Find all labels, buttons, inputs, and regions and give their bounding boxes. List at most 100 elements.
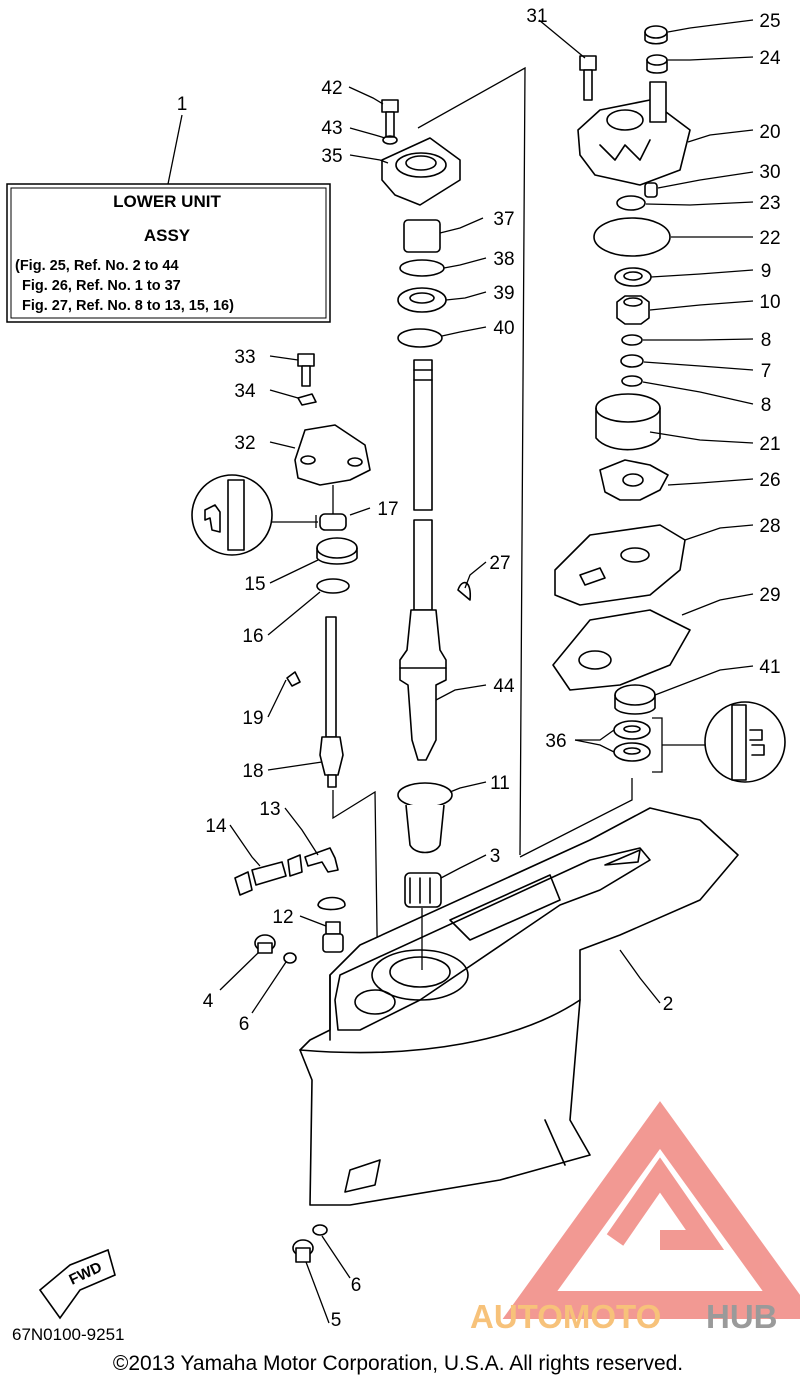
copyright-notice: ©2013 Yamaha Motor Corporation, U.S.A. A…	[113, 1352, 683, 1375]
gasket-29	[552, 609, 691, 691]
bracket-36	[652, 717, 663, 773]
callout-31: 31	[526, 6, 547, 27]
bolt-33	[297, 353, 315, 387]
drive-shaft	[399, 359, 447, 761]
callout-25: 25	[759, 11, 780, 32]
callout-6b: 6	[351, 1275, 362, 1296]
plug-5	[292, 1239, 314, 1263]
callout-38: 38	[493, 249, 514, 270]
grommet-25	[644, 25, 668, 45]
callout-20: 20	[759, 122, 780, 143]
sleeve-11	[397, 782, 453, 854]
washer-8b	[621, 375, 643, 387]
callout-3: 3	[490, 846, 501, 867]
drawing-code: 67N0100-9251	[12, 1325, 124, 1344]
lower-casing	[299, 807, 739, 1206]
callout-39: 39	[493, 283, 514, 304]
oil-seals-36	[613, 720, 651, 762]
callout-18: 18	[242, 761, 263, 782]
hose-13	[304, 847, 339, 873]
o-ring-22	[593, 217, 671, 257]
callout-43: 43	[321, 118, 342, 139]
grommet-24	[646, 54, 668, 74]
callout-32: 32	[234, 433, 255, 454]
callout-37: 37	[493, 209, 514, 230]
o-ring-16	[316, 578, 350, 594]
washer-43	[382, 135, 398, 145]
gasket-6b	[312, 1224, 328, 1236]
callout-11: 11	[490, 773, 510, 794]
callout-44: 44	[493, 676, 515, 697]
washer-8a	[621, 334, 643, 346]
callout-29: 29	[759, 585, 780, 606]
callout-23: 23	[759, 193, 780, 214]
plug-12	[322, 921, 344, 953]
callout-2: 2	[663, 994, 674, 1015]
impeller-26	[599, 459, 669, 501]
hose-fitting-14	[234, 854, 303, 896]
guide-line-right	[519, 778, 633, 858]
bolt-42	[381, 99, 399, 138]
gasket-6a	[283, 952, 297, 964]
guide-line-shaft	[417, 66, 526, 856]
callout-12: 12	[272, 907, 293, 928]
callout-42: 42	[321, 78, 342, 99]
watermark-logo	[502, 1101, 800, 1319]
shim-38	[399, 259, 445, 277]
fwd-arrow-icon	[38, 1248, 116, 1320]
plug-4	[254, 934, 276, 954]
callout-21: 21	[759, 434, 780, 455]
callout-13: 13	[259, 799, 280, 820]
callout-40: 40	[493, 318, 514, 339]
o-ring-23	[616, 195, 646, 211]
outer-plate-cartridge-28	[554, 524, 686, 606]
callout-26: 26	[759, 470, 780, 491]
collar-17	[319, 513, 347, 531]
detail-circle-seals	[704, 701, 786, 783]
key-27	[457, 581, 472, 601]
lock-washer-7	[620, 354, 644, 368]
callout-5: 5	[331, 1310, 342, 1331]
nut-10	[616, 295, 650, 325]
callout-4: 4	[203, 991, 214, 1012]
bolt-31	[579, 55, 597, 101]
callout-1: 1	[177, 94, 188, 115]
clip	[317, 896, 346, 911]
info-box-ref-1: (Fig. 25, Ref. No. 2 to 44	[15, 258, 179, 274]
info-box-ref-3: Fig. 27, Ref. No. 8 to 13, 15, 16)	[22, 298, 234, 314]
callout-33: 33	[234, 347, 255, 368]
callout-19: 19	[242, 708, 263, 729]
watermark-text-automoto: AUTOMOTO	[470, 1298, 661, 1335]
leader-1	[167, 114, 183, 185]
bushing-37	[403, 219, 441, 253]
info-box-ref-2: Fig. 26, Ref. No. 1 to 37	[22, 278, 181, 294]
circlip-19	[286, 671, 301, 687]
guide-line-left	[332, 790, 379, 1001]
callout-24: 24	[759, 48, 781, 69]
seal-9	[614, 267, 652, 287]
o-ring-40	[397, 328, 443, 348]
callout-22: 22	[759, 228, 780, 249]
callout-34: 34	[234, 381, 256, 402]
leader-lines	[219, 19, 754, 1324]
callout-27: 27	[489, 553, 510, 574]
callout-15: 15	[244, 574, 265, 595]
info-box-title-line1: LOWER UNIT	[113, 192, 221, 211]
callout-8a: 8	[761, 330, 772, 351]
shift-rod-housing-32	[294, 424, 371, 486]
shift-rod-detail-circle	[191, 474, 273, 556]
oil-seal-15	[316, 537, 358, 565]
callout-14: 14	[205, 816, 227, 837]
pin-30	[644, 182, 658, 198]
insert-cartridge-21	[595, 393, 661, 451]
callout-6a: 6	[239, 1014, 250, 1035]
callout-36: 36	[545, 731, 566, 752]
callout-35: 35	[321, 146, 342, 167]
info-box-title-line2: ASSY	[144, 226, 191, 245]
callout-10: 10	[759, 292, 780, 313]
callout-41: 41	[759, 657, 780, 678]
callout-8b: 8	[761, 395, 772, 416]
bushing-holder	[381, 137, 461, 206]
callout-17: 17	[377, 499, 398, 520]
